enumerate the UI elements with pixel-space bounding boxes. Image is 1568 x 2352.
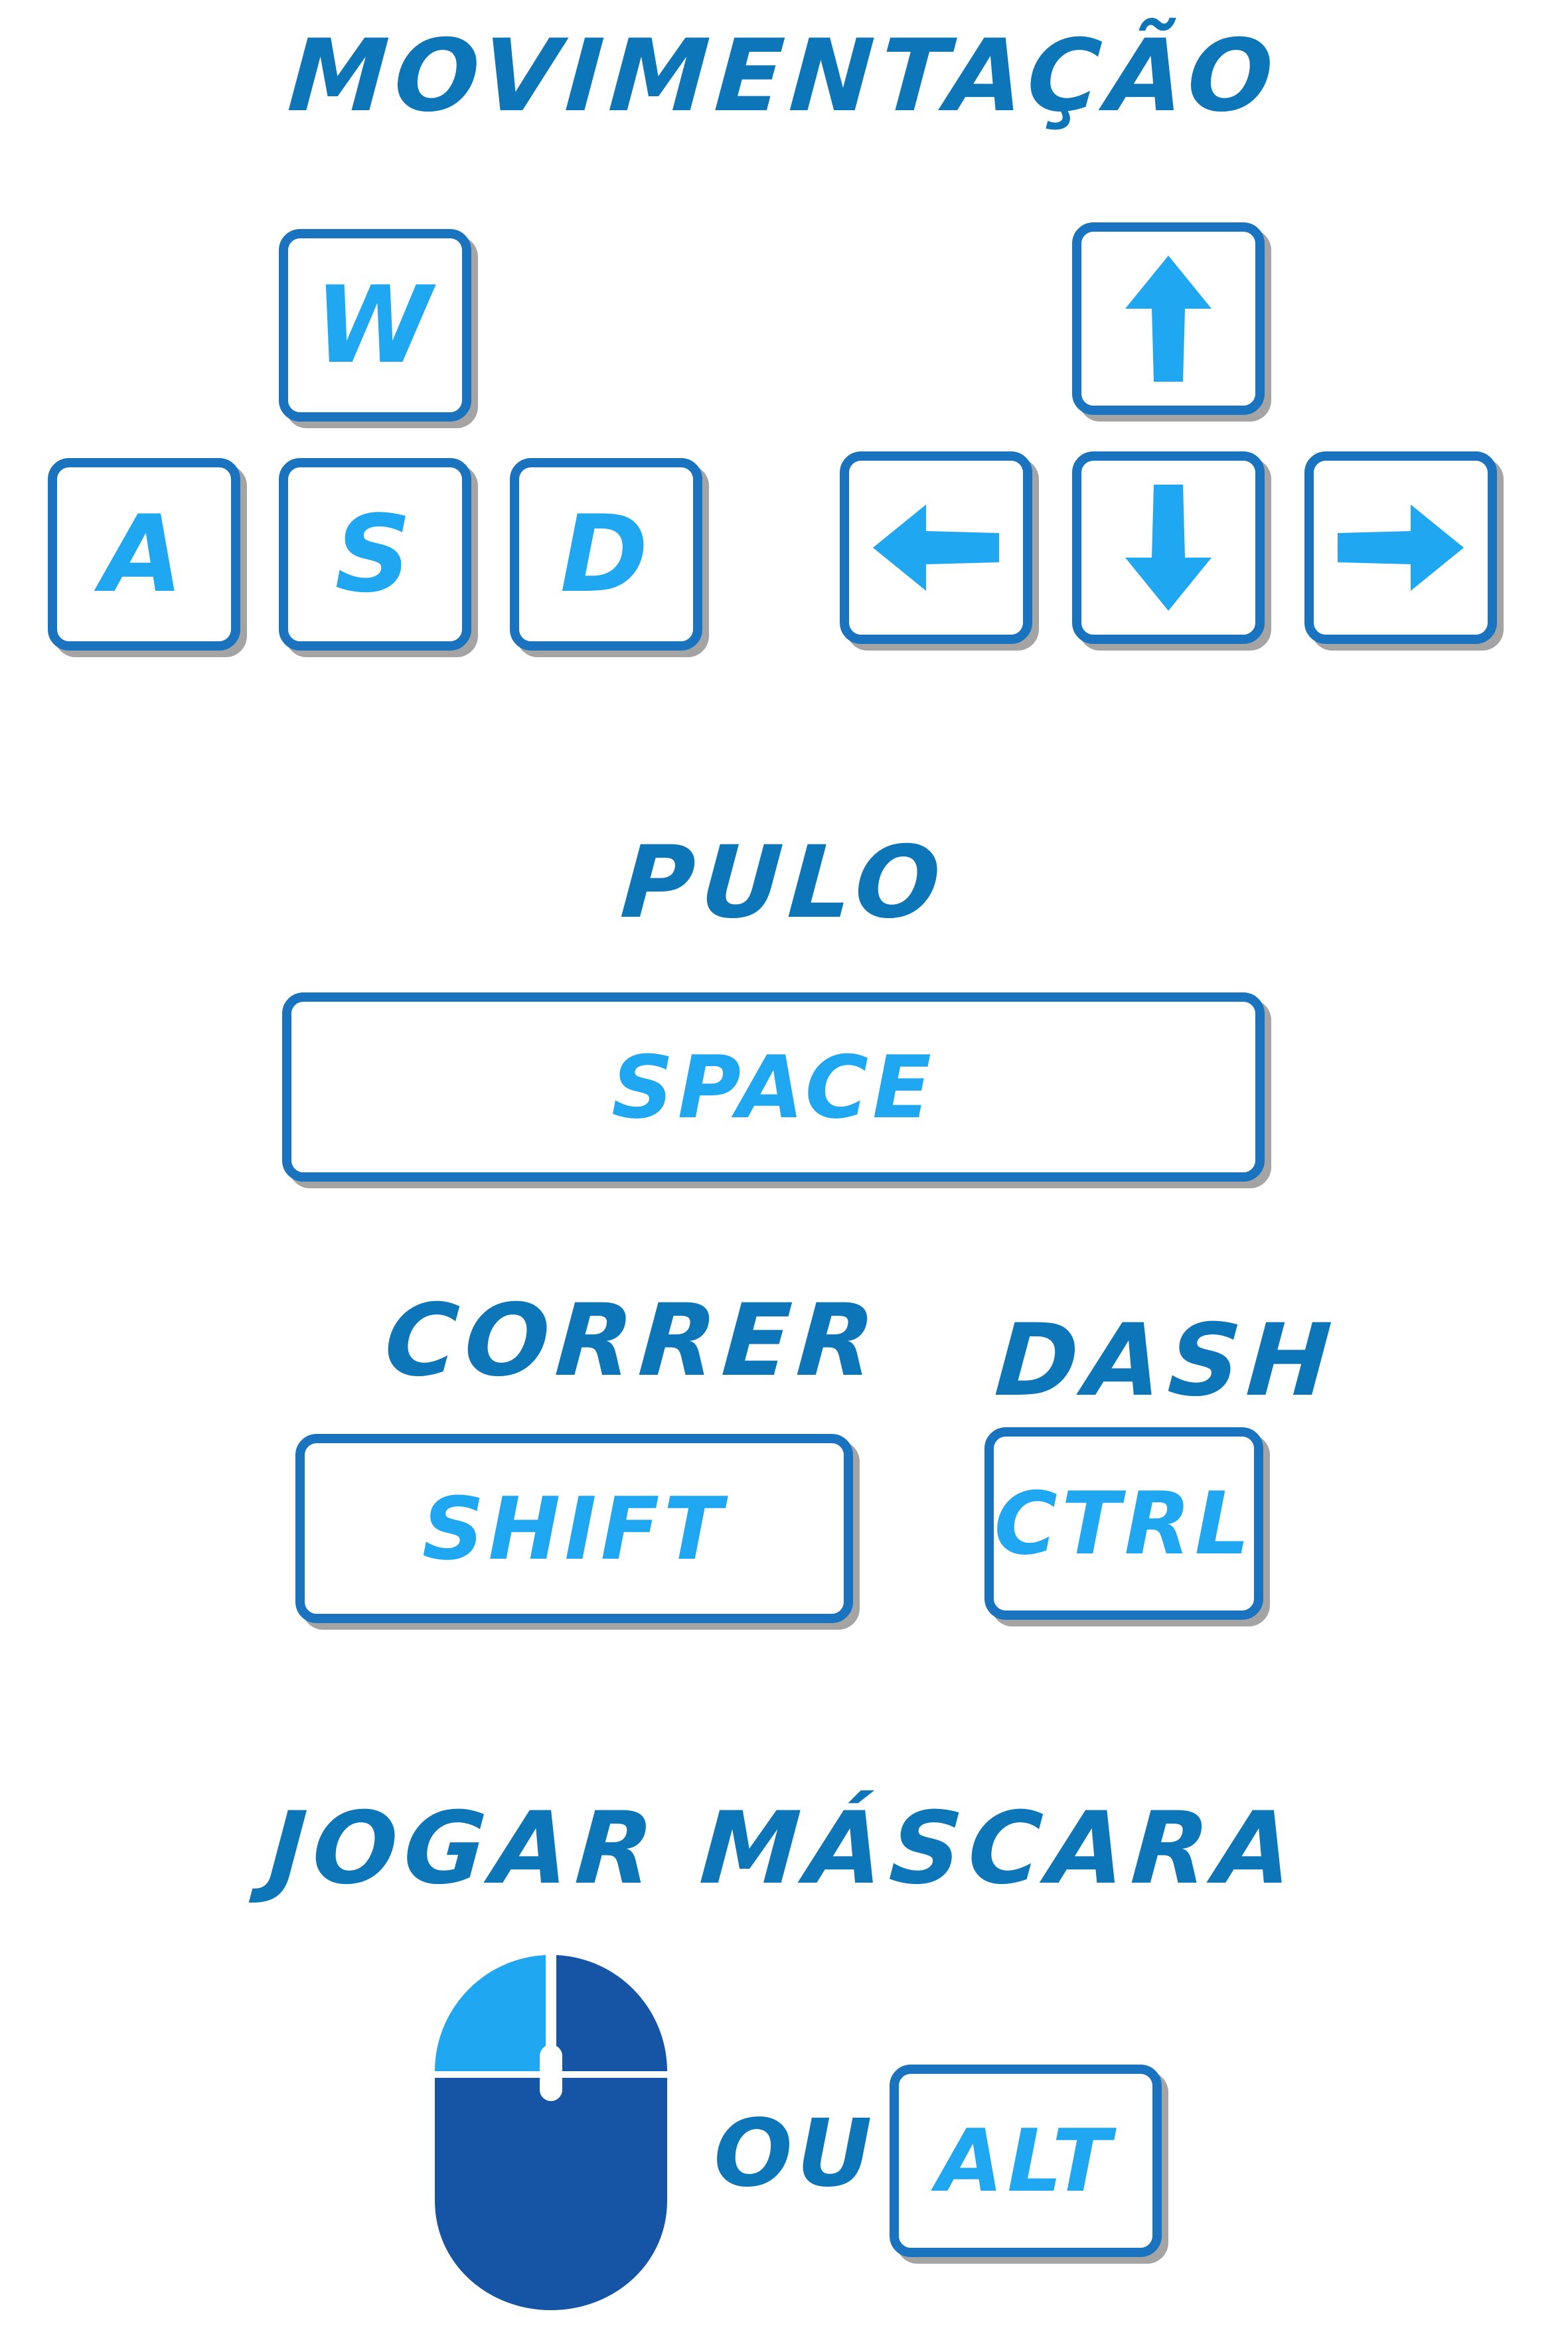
key-d: D — [510, 458, 702, 651]
arrow-right-icon — [1338, 505, 1464, 591]
key-space-label: SPACE — [611, 1036, 935, 1138]
key-alt: ALT — [890, 2065, 1162, 2257]
key-arrow-up — [1072, 222, 1265, 415]
key-w-label: W — [314, 263, 436, 387]
jump-title: PULO — [617, 825, 951, 941]
dash-title: DASH — [991, 1303, 1342, 1419]
arrow-up-icon — [1125, 256, 1212, 382]
key-arrow-right — [1304, 451, 1497, 644]
key-w: W — [279, 229, 471, 422]
key-arrow-down — [1072, 451, 1265, 644]
mouse-left-button — [435, 1955, 546, 2071]
mouse-scroll-wheel — [540, 2045, 562, 2101]
arrow-left-icon — [873, 505, 999, 591]
key-a: A — [48, 458, 240, 651]
mouse-right-button — [556, 1955, 667, 2071]
run-title: CORRER — [380, 1283, 885, 1399]
movement-title: MOVIMENTAÇÃO — [284, 19, 1283, 134]
mouse-body — [435, 2078, 667, 2310]
or-label: OU — [714, 2100, 876, 2208]
key-d-label: D — [560, 492, 653, 616]
key-ctrl: CTRL — [984, 1427, 1263, 1620]
throw-mask-title: JOGAR MÁSCARA — [265, 1791, 1303, 1907]
key-alt-label: ALT — [936, 2110, 1115, 2211]
key-a-label: A — [101, 492, 187, 616]
key-ctrl-label: CTRL — [994, 1473, 1254, 1574]
key-arrow-left — [840, 451, 1032, 644]
key-space: SPACE — [282, 992, 1265, 1182]
key-s-label: S — [335, 492, 416, 616]
key-s: S — [279, 458, 471, 651]
mouse-left-click-icon — [435, 1955, 667, 2310]
arrow-down-icon — [1125, 485, 1212, 611]
key-shift-label: SHIFT — [422, 1478, 727, 1579]
key-shift: SHIFT — [295, 1434, 853, 1623]
